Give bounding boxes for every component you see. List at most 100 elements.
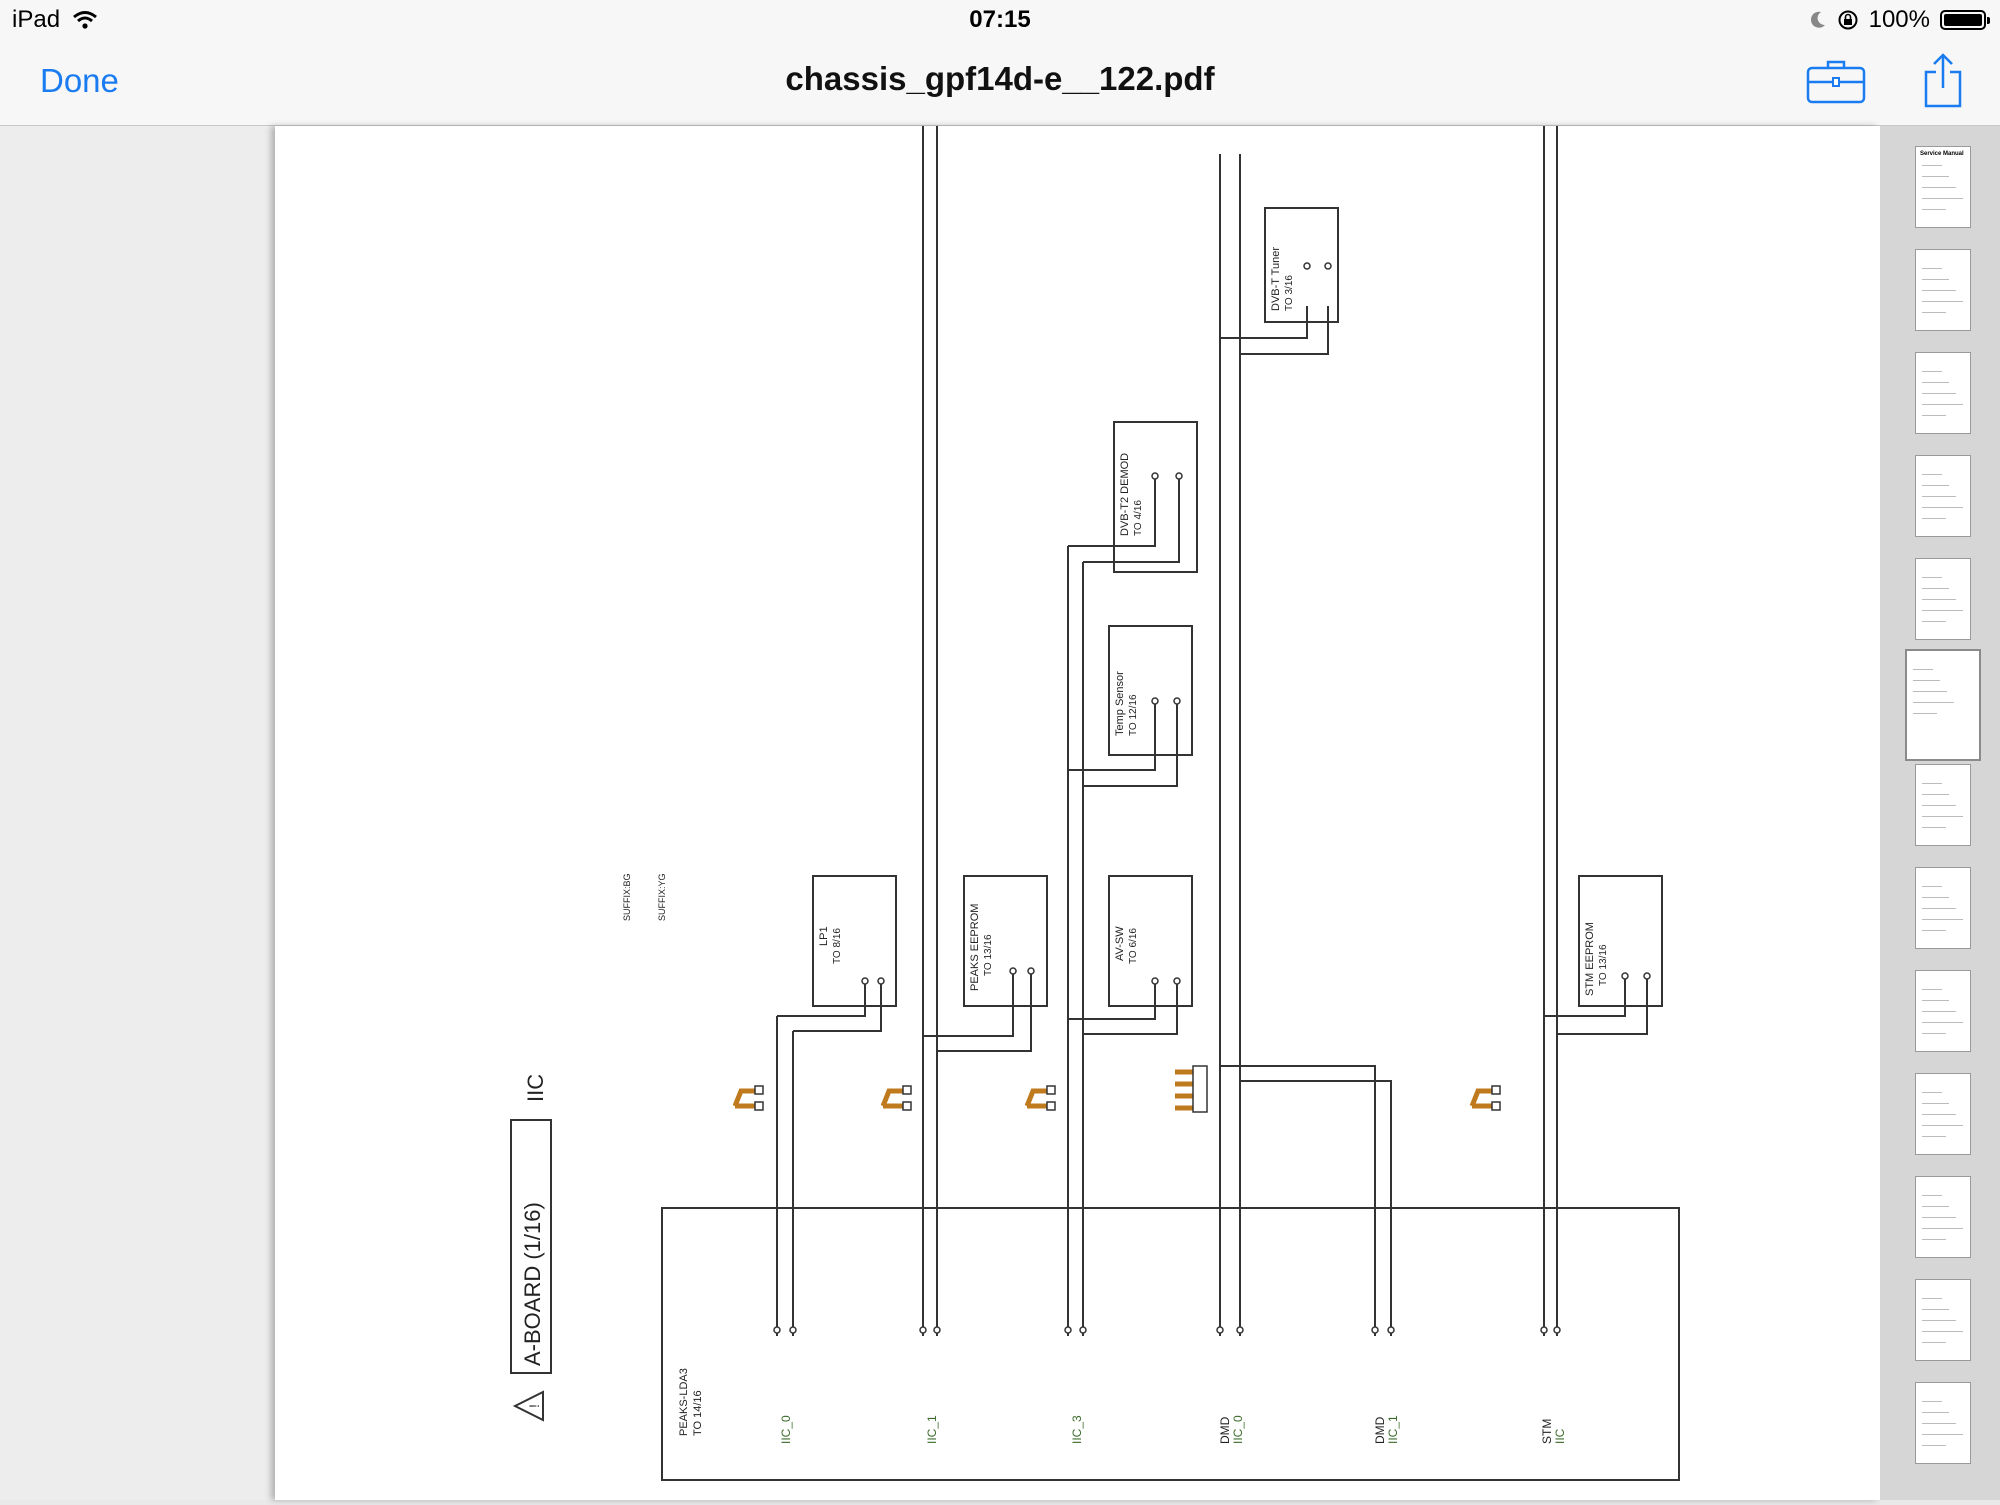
page-thumbnail[interactable] [1915, 1176, 1971, 1258]
bus-label: IIC_3 [1070, 1415, 1084, 1444]
document-title: chassis_gpf14d-e__122.pdf [785, 60, 1215, 97]
thumbnail-content-line [1922, 1217, 1956, 1218]
thumbnail-content-line [1922, 1298, 1942, 1299]
bus-label: DMD [1373, 1416, 1387, 1444]
device-name: iPad [12, 6, 61, 33]
rotation-lock-icon [1838, 10, 1858, 30]
moon-icon [1810, 11, 1825, 28]
thumbnail-content-line [1922, 908, 1956, 909]
page-thumbnail[interactable] [1915, 867, 1971, 949]
main-block-ref: TO 14/16 [692, 1390, 704, 1436]
thumbnail-content-line [1922, 1136, 1946, 1137]
thumbnail-content-line [1922, 1195, 1942, 1196]
thumbnail-content-line [1922, 783, 1942, 784]
page-thumbnail[interactable] [1915, 1073, 1971, 1155]
status-left: iPad [12, 6, 98, 34]
main-block-name: PEAKS-LDA3 [678, 1368, 690, 1436]
bus-label: STM [1540, 1419, 1554, 1444]
share-button[interactable] [1920, 52, 1966, 115]
thumbnail-content-line [1922, 393, 1956, 394]
peaks-lda3-block [661, 1207, 1680, 1481]
schematic-diagram: ! A-BOARD (1/16) IIC PEAKS-LDA3 TO 14/16… [510, 126, 1680, 1481]
bus-label: IIC [1553, 1428, 1567, 1444]
thumbnail-content-line [1922, 610, 1963, 611]
thumbnail-content-line [1922, 588, 1949, 589]
block-ref: TO 4/16 [1133, 500, 1144, 536]
block-name: DVB-T Tuner [1270, 247, 1282, 311]
status-right: 100% [1809, 6, 1990, 34]
thumbnail-content-line [1922, 1011, 1956, 1012]
thumbnail-content-line [1922, 1022, 1963, 1023]
block-ref: TO 8/16 [832, 928, 843, 964]
block-ref: TO 12/16 [1128, 694, 1139, 736]
page-thumbnail-current[interactable] [1905, 649, 1981, 761]
thumbnail-content-line [1913, 680, 1940, 681]
document-viewer[interactable]: ! A-BOARD (1/16) IIC PEAKS-LDA3 TO 14/16… [0, 126, 1880, 1500]
thumbnail-content-line [1922, 1423, 1956, 1424]
pdf-page[interactable]: ! A-BOARD (1/16) IIC PEAKS-LDA3 TO 14/16… [275, 126, 1880, 1500]
thumbnail-content-line [1922, 1309, 1949, 1310]
thumbnail-content-line [1922, 1401, 1942, 1402]
thumbnail-content-line [1922, 301, 1963, 302]
page-thumbnail-sidebar[interactable]: Service Manual [1880, 126, 2000, 1500]
page-thumbnail[interactable] [1915, 1279, 1971, 1361]
block-name: LP1 [818, 926, 830, 946]
thumbnail-content-line [1913, 669, 1933, 670]
thumbnail-content-line [1922, 1342, 1946, 1343]
block-ref: TO 6/16 [1128, 928, 1139, 964]
section-label: IIC [523, 1074, 548, 1102]
block-name: Temp Sensor [1114, 671, 1126, 736]
svg-text:!: ! [526, 1404, 542, 1408]
thumbnail-content-line [1922, 165, 1942, 166]
thumbnail-content-line [1922, 805, 1956, 806]
thumbnail-content-line [1922, 1320, 1956, 1321]
page-thumbnail[interactable] [1915, 455, 1971, 537]
thumbnail-content-line [1922, 279, 1949, 280]
done-button[interactable]: Done [40, 62, 119, 99]
suffix-label: SUFFIX:BG [622, 873, 632, 921]
block-name: AV-SW [1114, 926, 1126, 961]
thumbnail-content-line [1922, 794, 1949, 795]
thumbnail-content-line [1922, 1206, 1949, 1207]
thumbnail-content-line [1922, 886, 1942, 887]
page-thumbnail[interactable] [1915, 352, 1971, 434]
warning-triangle-icon: ! [512, 1390, 544, 1422]
block-ref: TO 3/16 [1284, 275, 1295, 311]
markup-toolbox-button[interactable] [1806, 56, 1866, 111]
battery-icon [1940, 10, 1990, 30]
thumbnail-content-line [1922, 371, 1942, 372]
thumbnail-content-line [1913, 713, 1937, 714]
page-thumbnail[interactable] [1915, 764, 1971, 846]
peaks-eeprom-box [963, 875, 1048, 1007]
page-thumbnail[interactable]: Service Manual [1915, 146, 1971, 228]
nav-bar: Done chassis_gpf14d-e__122.pdf [0, 40, 2000, 126]
thumbnail-content-line [1922, 209, 1946, 210]
thumbnail-content-line [1922, 1000, 1949, 1001]
thumbnail-content-line [1922, 415, 1946, 416]
thumbnail-content-line [1922, 474, 1942, 475]
thumbnail-content-line [1922, 1033, 1946, 1034]
thumbnail-content-line [1922, 404, 1963, 405]
thumbnail-content-line [1922, 198, 1963, 199]
toolbox-icon [1806, 60, 1866, 104]
thumbnail-content-line [1922, 268, 1942, 269]
page-thumbnail[interactable] [1915, 1382, 1971, 1464]
thumbnail-content-line [1922, 1125, 1963, 1126]
thumbnail-content-line [1922, 518, 1946, 519]
page-thumbnail[interactable] [1915, 970, 1971, 1052]
thumbnail-content-line [1922, 1103, 1949, 1104]
pullup-resistors [732, 1069, 1492, 1111]
page-thumbnail[interactable] [1915, 558, 1971, 640]
thumbnail-content-line [1922, 187, 1956, 188]
thumbnail-content-line [1922, 621, 1946, 622]
thumbnail-content-line [1922, 816, 1963, 817]
bus-label: IIC_0 [1231, 1415, 1245, 1444]
temp-sensor-box [1108, 625, 1193, 756]
bus-label: DMD [1218, 1416, 1232, 1444]
dvb-t2-demod-box [1113, 421, 1198, 573]
board-title-box [510, 1119, 552, 1374]
bus-label: IIC_1 [1386, 1415, 1400, 1444]
block-name: PEAKS EEPROM [969, 904, 981, 991]
block-ref: TO 13/16 [1598, 944, 1609, 986]
page-thumbnail[interactable] [1915, 249, 1971, 331]
